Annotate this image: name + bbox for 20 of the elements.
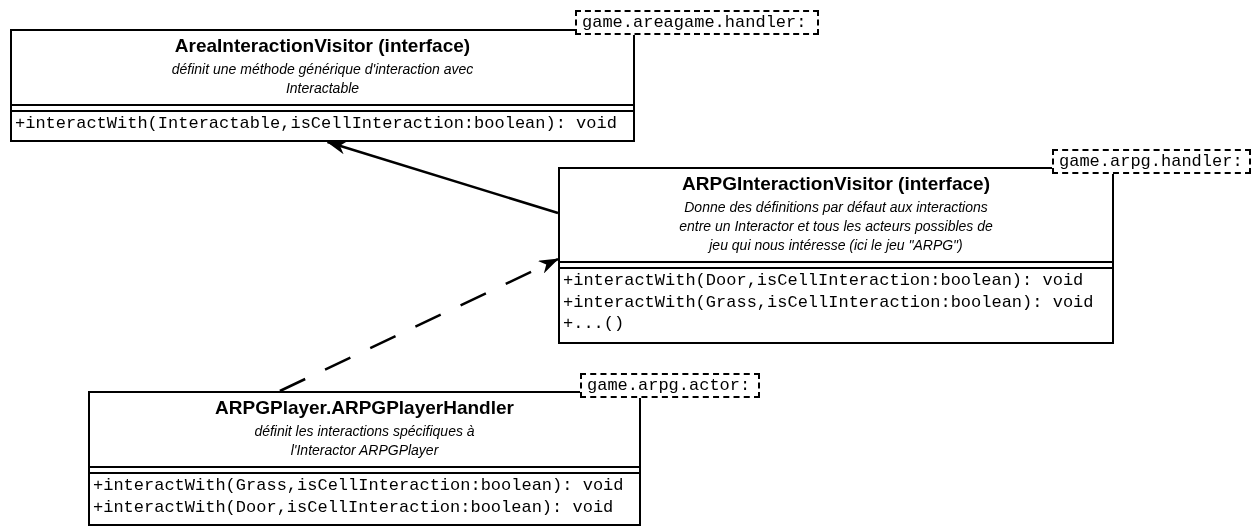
class-box [558,167,1114,344]
class-box [10,29,635,142]
class-description: Donne des définitions par défaut aux interactions entre un Interactor et tous les acteurs possibles de jeu qui nous intéresse (ici le jeu "ARPG") [678,198,994,255]
class-description: définit une méthode générique d'interaction avec Interactable [170,60,475,98]
class-box [88,391,641,526]
package-label: game.arpg.handler: [1052,149,1251,174]
package-label: game.arpg.actor: [580,373,760,398]
method-signature: +interactWith(Door,isCellInteraction:boolean): void [93,496,614,518]
class-name: AreaInteractionVisitor (interface) [174,35,471,57]
method-signature: +...() [563,313,625,335]
class-name: ARPGPlayer.ARPGPlayerHandler [215,397,514,419]
method-signature: +interactWith(Grass,isCellInteraction:boolean): void [563,291,1094,313]
association-arrow [326,140,559,215]
method-signature: +interactWith(Door,isCellInteraction:boolean): void [563,270,1084,292]
class-name: ARPGInteractionVisitor (interface) [682,173,990,195]
method-signature: +interactWith(Grass,isCellInteraction:boolean): void [93,475,624,497]
dependency-arrow [279,257,559,393]
method-signature: +interactWith(Interactable,isCellInteraction:boolean): void [15,113,617,135]
class-description: définit les interactions spécifiques à l'Interactor ARPGPlayer [253,422,476,460]
package-label: game.areagame.handler: [575,10,819,35]
